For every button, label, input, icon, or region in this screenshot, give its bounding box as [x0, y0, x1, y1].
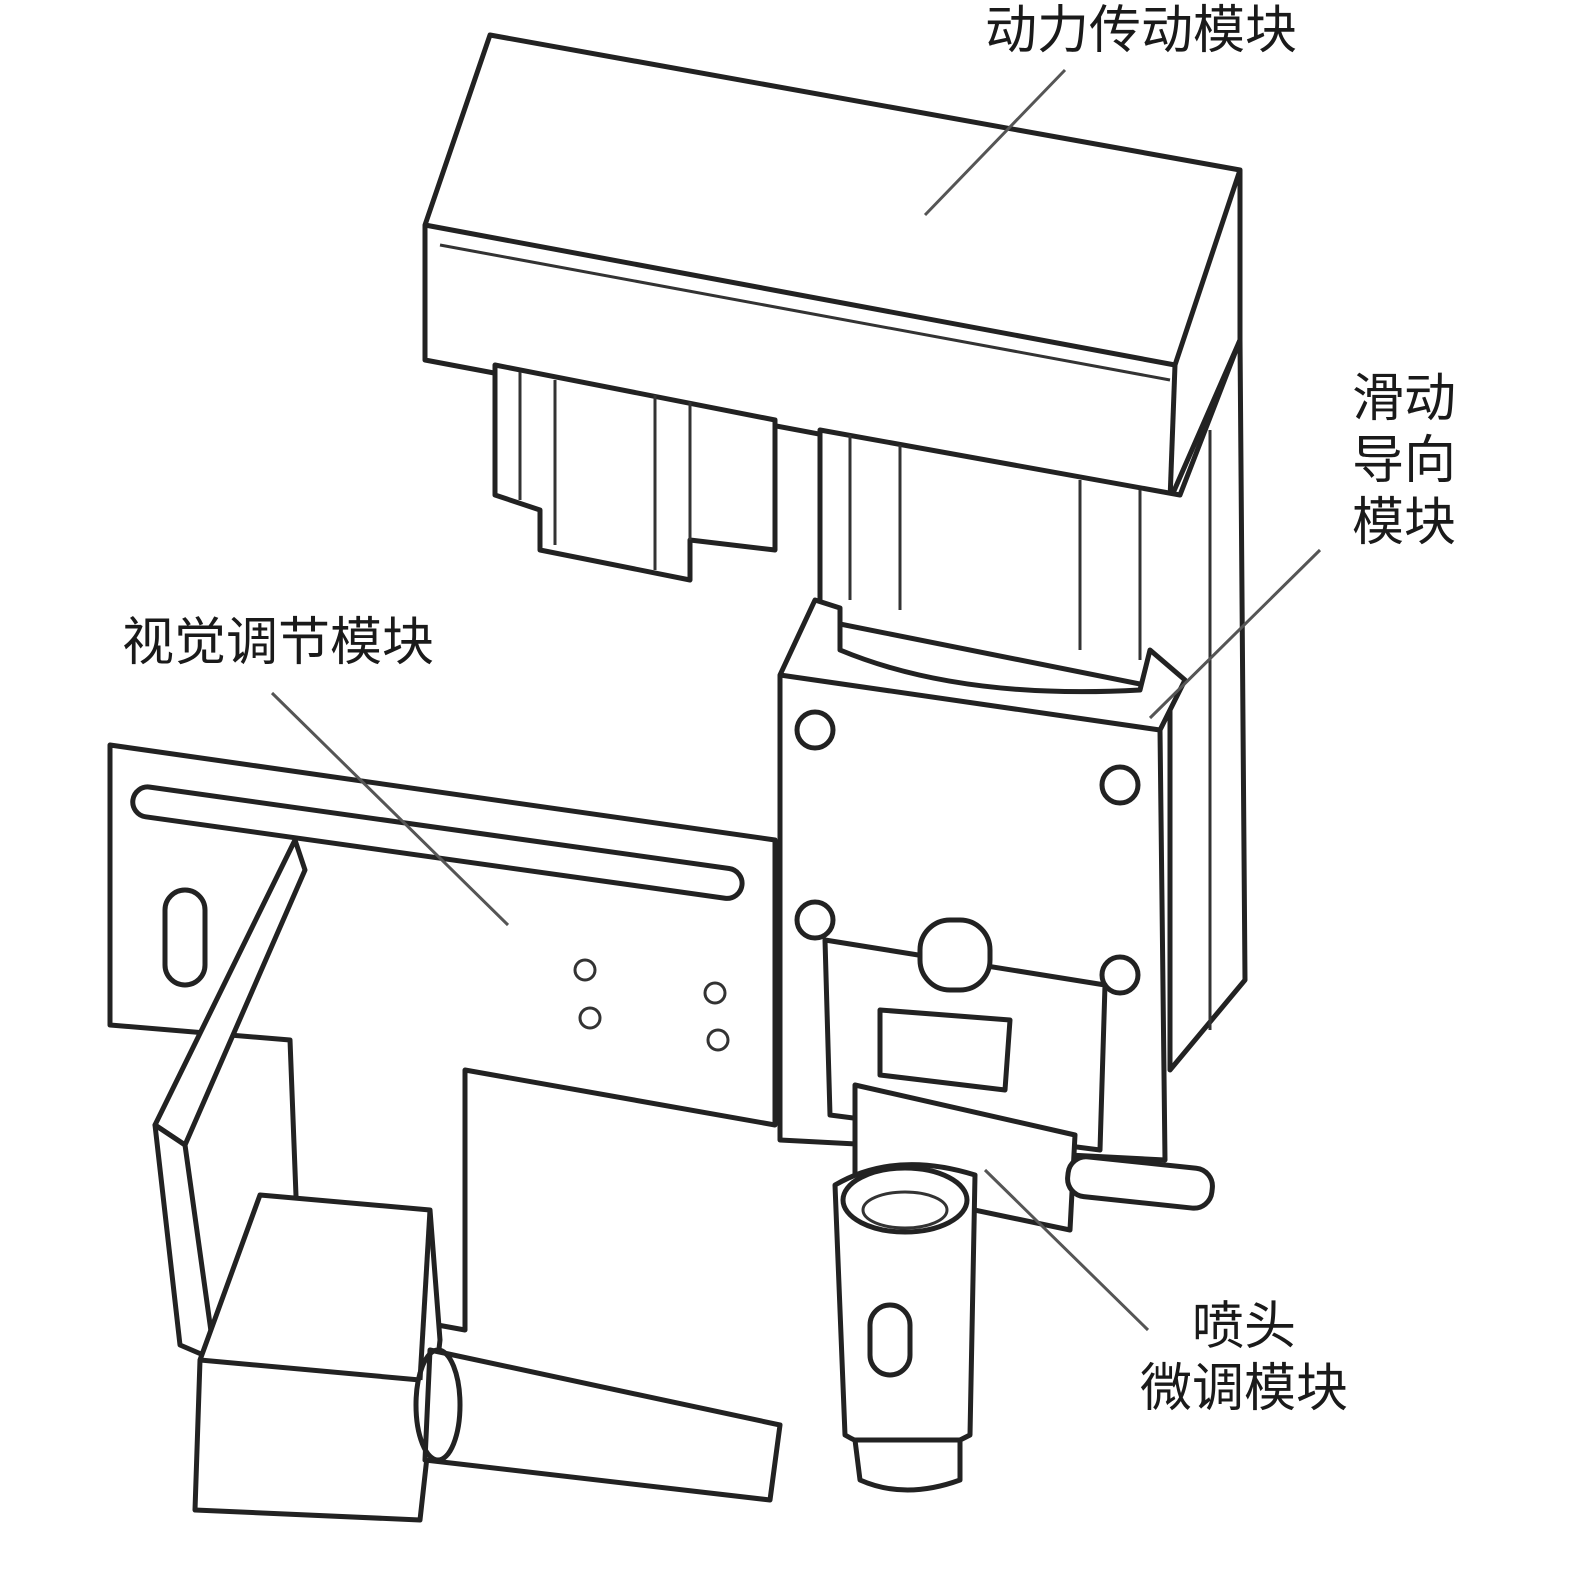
leader-slide — [1148, 548, 1322, 720]
motor-body — [492, 362, 778, 583]
leader-power — [923, 68, 1067, 217]
diagonal-bracket — [152, 837, 308, 1363]
label-slide-guide-line2: 导向 — [1352, 431, 1457, 491]
label-slide-guide-line3: 模块 — [1352, 493, 1457, 553]
slide-guide-rail — [817, 337, 1248, 1073]
nozzle-fine-adjustment-module — [822, 917, 1215, 1493]
label-nozzle-adjustment: 喷头 微调模块 — [1140, 1296, 1348, 1420]
leader-nozzle — [983, 1168, 1150, 1332]
label-nozzle-line2: 微调模块 — [1140, 1359, 1349, 1419]
label-slide-guide: 滑动 导向 模块 — [1352, 368, 1456, 554]
label-power-transmission: 动力传动模块 — [985, 1, 1298, 61]
label-nozzle-line1: 喷头 — [1192, 1297, 1297, 1357]
leader-visual — [270, 691, 510, 927]
label-visual-adjustment: 视觉调节模块 — [122, 613, 435, 673]
lower-motor — [192, 1192, 783, 1523]
label-slide-guide-line1: 滑动 — [1352, 369, 1457, 429]
